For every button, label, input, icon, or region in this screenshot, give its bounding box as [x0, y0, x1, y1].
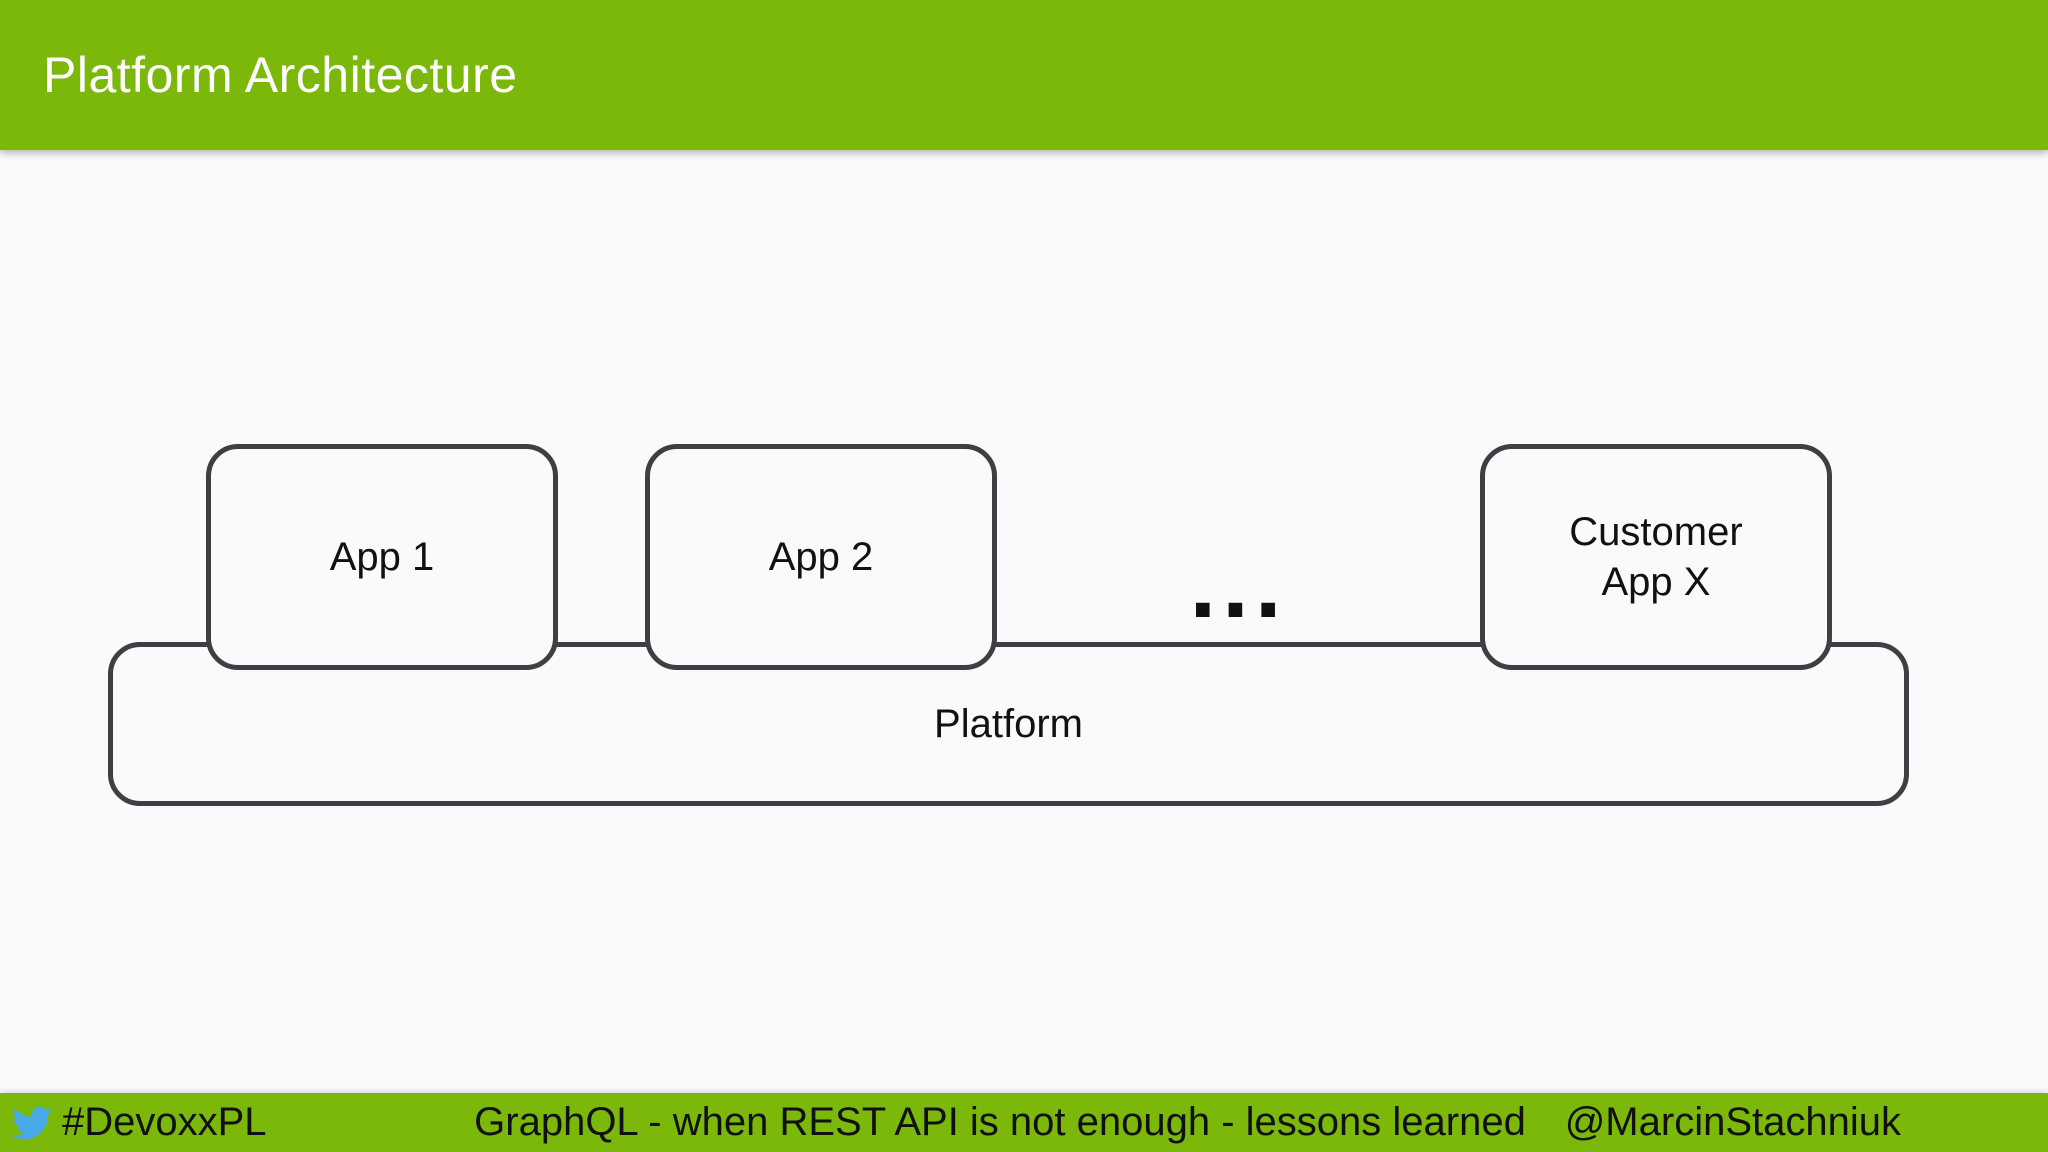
- footer-left-group: #DevoxxPL: [10, 1093, 267, 1152]
- twitter-bird-icon: [12, 1106, 52, 1139]
- customer-app-x-box: Customer App X: [1480, 444, 1832, 670]
- app2-box: App 2: [645, 444, 997, 670]
- platform-box: Platform: [108, 642, 1909, 806]
- page-title: Platform Architecture: [43, 47, 518, 103]
- footer-center-group: GraphQL - when REST API is not enough - …: [420, 1093, 1580, 1152]
- footer-bar: #DevoxxPL GraphQL - when REST API is not…: [0, 1093, 2048, 1152]
- talk-title: GraphQL - when REST API is not enough - …: [474, 1100, 1526, 1144]
- customer-app-x-label: Customer App X: [1569, 510, 1743, 604]
- more-apps-ellipsis: ...: [1189, 531, 1288, 638]
- app1-label: App 1: [329, 535, 435, 579]
- header-bar: Platform Architecture: [0, 0, 2048, 150]
- footer-right-group: @MarcinStachniuk: [1565, 1093, 1901, 1152]
- platform-label: Platform: [934, 701, 1083, 746]
- speaker-handle: @MarcinStachniuk: [1564, 1100, 1901, 1144]
- app2-label: App 2: [768, 535, 874, 579]
- event-hashtag: #DevoxxPL: [62, 1100, 267, 1144]
- app1-box: App 1: [206, 444, 558, 670]
